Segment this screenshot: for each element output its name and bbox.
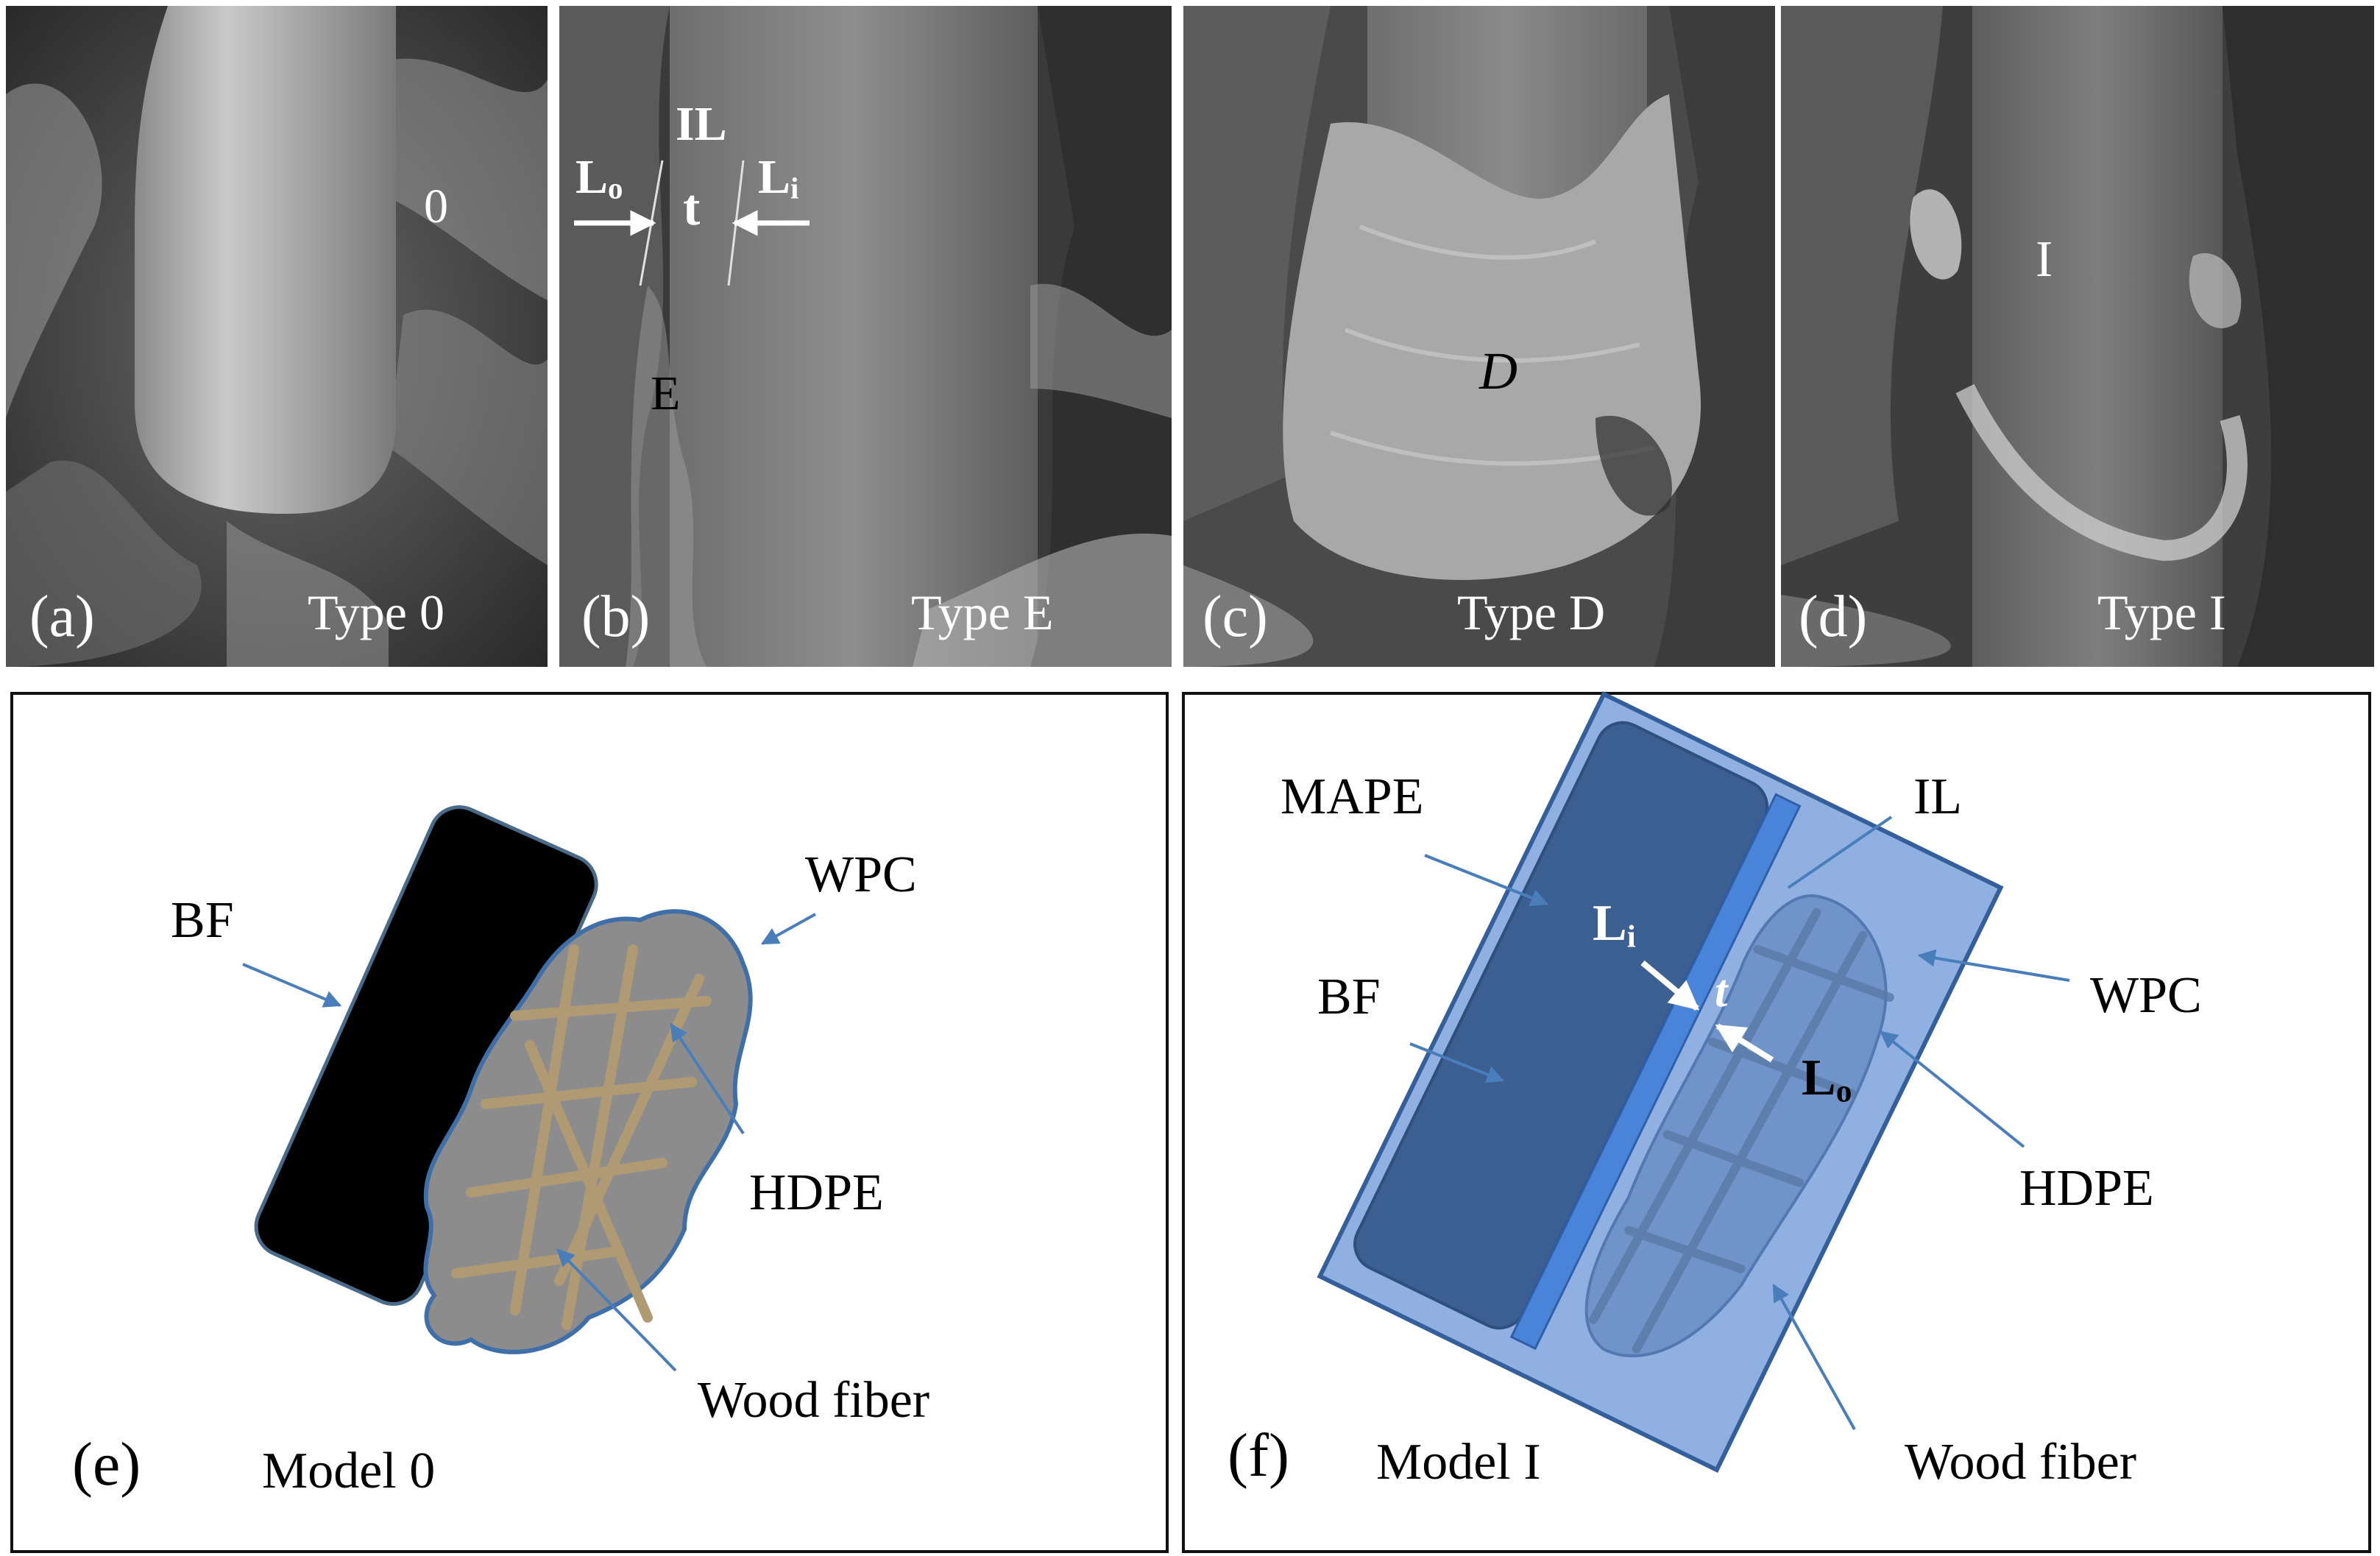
- panel-d-mark: I: [2036, 231, 2053, 288]
- model-e-hdpe-label: HDPE: [749, 1164, 884, 1221]
- panel-c-letter: (c): [1203, 584, 1268, 649]
- panel-c-mark: D: [1479, 342, 1517, 400]
- model-f-bf-label: BF: [1317, 969, 1381, 1025]
- model-e-wpc-label: WPC: [805, 846, 917, 903]
- model-f-title: Model I: [1376, 1434, 1541, 1490]
- panel-b-lo-label: Lo: [575, 153, 623, 204]
- panel-d-letter: (d): [1799, 584, 1868, 649]
- panel-d-type: Type I: [2097, 584, 2226, 640]
- model-f-wpc-label: WPC: [2090, 967, 2202, 1024]
- panel-b-lo-main: L: [575, 150, 609, 204]
- model-f-hdpe-label: HDPE: [2019, 1160, 2154, 1217]
- model-f-mape-label: MAPE: [1281, 768, 1424, 825]
- model-e-letter: (e): [72, 1430, 141, 1499]
- model-f-thickness-label: t: [1715, 966, 1728, 1016]
- sem-panel-a: (a) Type 0 0: [6, 6, 548, 667]
- panel-b-letter: (b): [581, 584, 651, 649]
- model-f-wood-label: Wood fiber: [1905, 1434, 2137, 1490]
- panel-b-mark: E: [651, 367, 681, 420]
- sem-image-b: [559, 6, 1172, 667]
- panel-b-thickness-label: t: [683, 180, 701, 236]
- sem-image-a: [6, 6, 548, 667]
- model-f-lo-sub: o: [1835, 1073, 1852, 1109]
- model-f-lo-label: Lo: [1802, 1053, 1852, 1108]
- model-e-wood-label: Wood fiber: [698, 1372, 930, 1429]
- sem-image-c: [1183, 6, 1775, 667]
- panel-b-li-main: L: [758, 150, 791, 204]
- sem-panel-c: (c) Type D D: [1183, 6, 1775, 667]
- panel-b-type: Type E: [911, 584, 1054, 640]
- model-f-li-label: Li: [1593, 898, 1636, 953]
- panel-b-lo-sub: o: [608, 171, 623, 205]
- sem-panel-d: (d) Type I I: [1781, 6, 2374, 667]
- panel-b-li-label: Li: [758, 153, 798, 204]
- panel-a-letter: (a): [29, 584, 95, 649]
- panel-a-type: Type 0: [308, 584, 445, 640]
- model-f-li-sub: i: [1626, 919, 1636, 955]
- model-e-title: Model 0: [262, 1443, 436, 1499]
- panel-b-arrows: [574, 160, 810, 286]
- panel-c-type: Type D: [1457, 584, 1606, 640]
- model-e-bf-label: BF: [171, 892, 234, 949]
- model-f-lo-main: L: [1802, 1050, 1836, 1106]
- model-f-letter: (f): [1228, 1421, 1289, 1490]
- panel-a-mark: 0: [424, 180, 448, 233]
- model-f-li-main: L: [1593, 895, 1627, 952]
- panel-b-il-label: IL: [676, 97, 727, 151]
- sem-panel-b: (b) Type E E IL t Lo Li: [559, 6, 1172, 667]
- sem-image-d: [1781, 6, 2374, 667]
- panel-b-li-sub: i: [790, 171, 799, 205]
- model-f-il-label: IL: [1913, 768, 1963, 825]
- model-panel-e: [10, 692, 1169, 1553]
